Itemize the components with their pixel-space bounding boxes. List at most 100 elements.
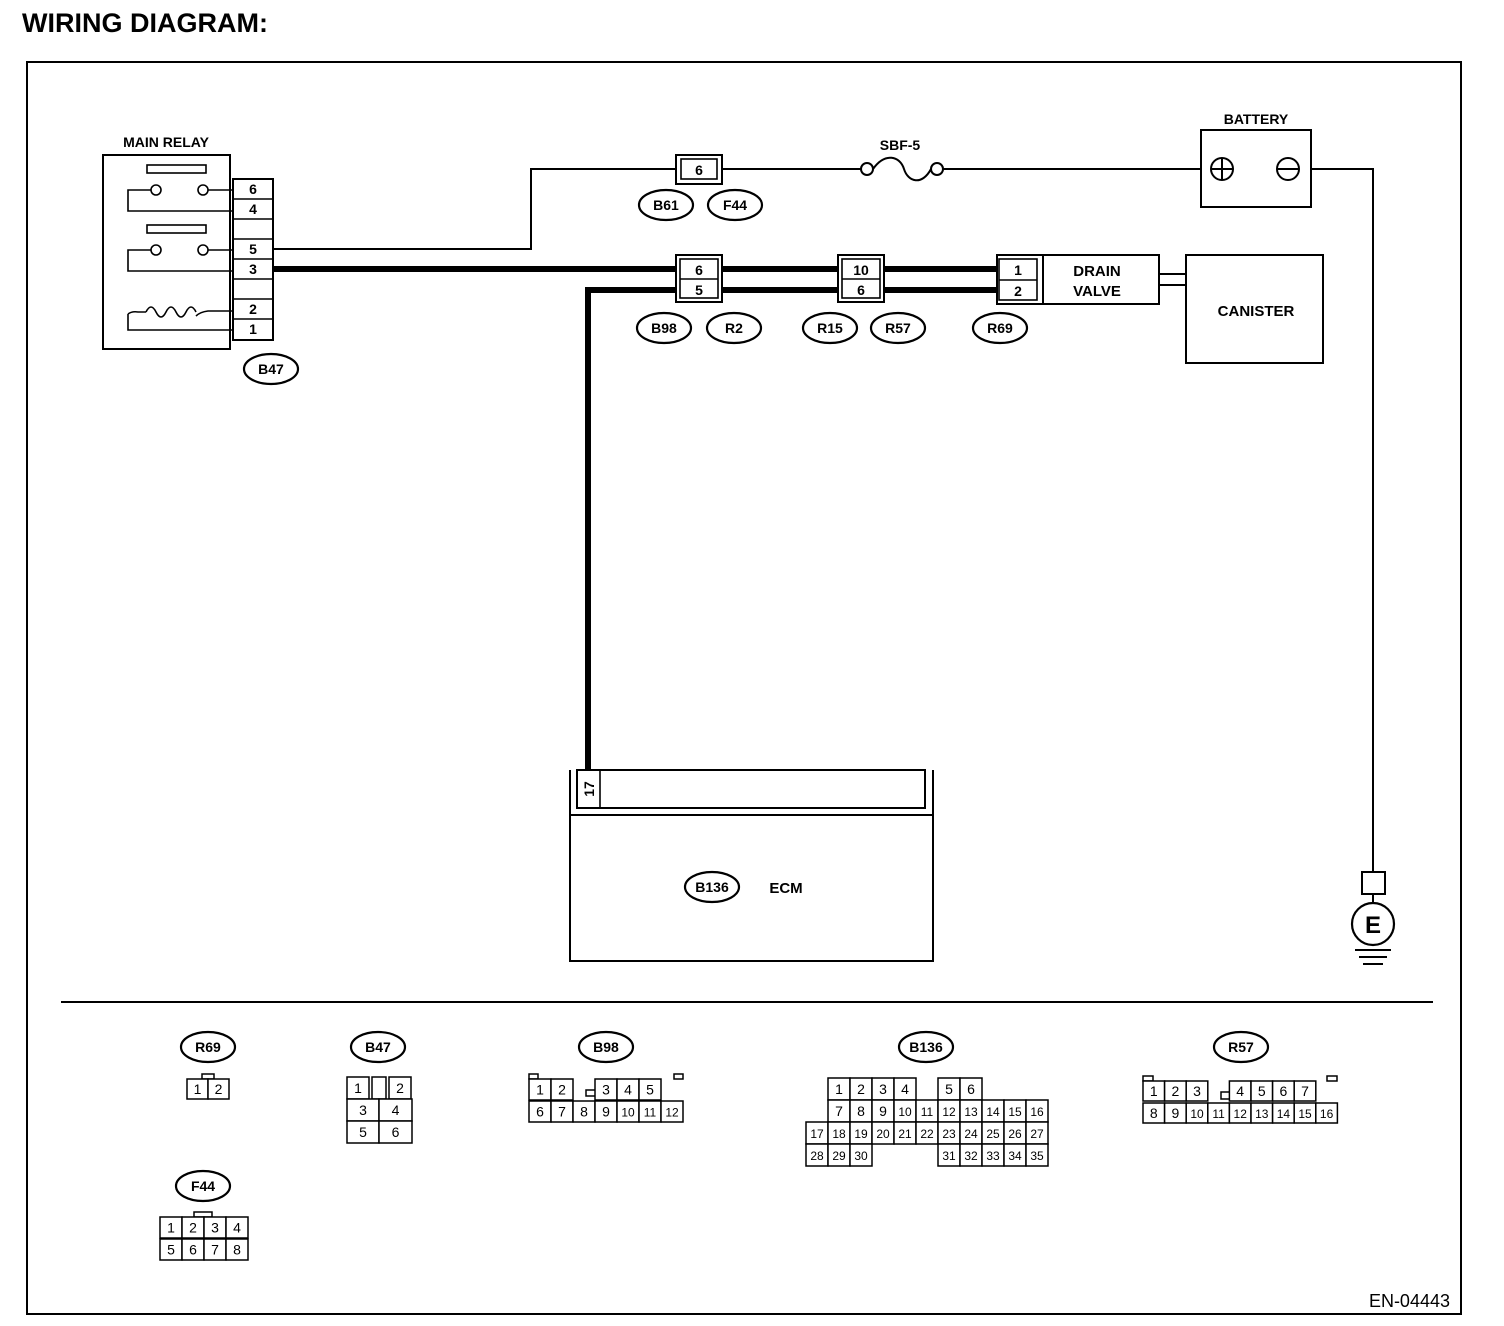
drain-valve: 1 2 DRAIN VALVE [996,254,1160,305]
f44-pin: 6 [695,162,703,178]
pin-number: 22 [920,1127,934,1141]
pin-number: 4 [624,1082,632,1098]
legend-tag [349,1030,407,1064]
pin-number: 6 [1280,1083,1288,1099]
pin-number: 23 [942,1127,956,1141]
legend-tag-label: B98 [593,1039,619,1055]
pin-number: 6 [189,1242,197,1258]
svg-text:B61: B61 [653,197,679,213]
svg-text:5: 5 [695,282,703,298]
pin-number: 11 [644,1106,657,1120]
drain-valve-label-line1: DRAIN [1073,263,1121,280]
relay-contact-left-upper [150,184,162,196]
pin-cell [1185,1080,1209,1102]
pin-number: 4 [392,1102,400,1118]
pin-number: 5 [167,1242,175,1258]
pin-number: 7 [558,1104,566,1120]
legend-tag-label: R69 [195,1039,221,1055]
ecm-label: ECM [769,880,802,897]
legend-tag [897,1030,955,1064]
ecm-pin-17: 17 [581,781,597,797]
page-title: WIRING DIAGRAM: [22,8,268,38]
relay-pin: 4 [249,201,257,217]
pin-cell [378,1120,413,1144]
pin-number: 15 [1298,1107,1312,1121]
fuse-icon [872,156,932,182]
pin-number: 3 [359,1102,367,1118]
relay-contact-right-upper [197,184,209,196]
pin-number: 19 [854,1127,868,1141]
svg-text:1: 1 [1014,262,1022,278]
pin-number: 24 [964,1127,978,1141]
relay-pin: 2 [249,301,257,317]
wire-battery-to-ground [1311,168,1374,872]
tag-r57: R57 [869,311,927,345]
pin-number: 5 [1258,1083,1266,1099]
svg-text:R2: R2 [725,320,743,336]
battery: BATTERY [1200,111,1312,208]
pin-number: 8 [1150,1105,1158,1121]
pin-number: 12 [1234,1107,1248,1121]
connector-tab [673,1073,684,1080]
svg-text:B136: B136 [695,879,729,895]
fuse-label: SBF-5 [880,137,921,153]
pin-number: 16 [1320,1107,1334,1121]
pin-number: 3 [879,1081,887,1097]
connector-key [371,1076,387,1100]
pin-cell [1315,1102,1339,1124]
battery-label: BATTERY [1224,111,1289,127]
pin-number: 8 [580,1104,588,1120]
tag-f44: F44 [706,188,764,222]
fuse-sbf5: SBF-5 [860,137,944,182]
main-relay: MAIN RELAY 6 4 5 3 2 1 [102,134,274,350]
pin-number: 1 [835,1081,843,1097]
pin-number: 20 [876,1127,890,1141]
pin-cell [225,1216,249,1239]
relay-contact-bar-upper [146,164,207,174]
pin-cell [550,1078,574,1101]
pin-number: 2 [558,1082,566,1098]
tag-r69: R69 [971,311,1029,345]
pin-number: 14 [1277,1107,1291,1121]
pin-number: 2 [1172,1083,1180,1099]
pin-number: 28 [810,1149,824,1163]
connector-r57: 10 6 [837,254,885,303]
relay-wire-lower-left [127,249,233,272]
pin-number: 17 [810,1127,824,1141]
tag-b98: B98 [635,311,693,345]
pin-number: 12 [665,1106,679,1120]
pin-number: 8 [233,1242,241,1258]
pin-number: 4 [1236,1083,1244,1099]
svg-text:2: 2 [1014,283,1022,299]
legend-tag [1212,1030,1270,1064]
pin-number: 12 [942,1105,956,1119]
legend-tag-label: R57 [1228,1039,1254,1055]
pin-number: 6 [392,1124,400,1140]
svg-text:10: 10 [853,262,869,278]
connector-tab [1326,1075,1338,1082]
relay-contact-bar-lower [146,224,207,234]
pin-number: 2 [857,1081,865,1097]
pin-number: 2 [215,1081,223,1097]
ground-icon [1350,901,1396,947]
figure-code: EN-04443 [1369,1291,1450,1311]
pin-number: 27 [1030,1127,1044,1141]
svg-text:6: 6 [695,262,703,278]
pin-number: 6 [536,1104,544,1120]
pin-number: 35 [1030,1149,1044,1163]
tag-b136 [683,870,741,904]
legend-tag [174,1169,232,1203]
main-relay-body [102,154,231,350]
pin-cell [849,1143,873,1167]
wire-ecm17-to-drain-valve [585,287,999,770]
pin-number: 10 [1190,1107,1204,1121]
pin-number: 10 [621,1106,635,1120]
pin-number: 9 [1172,1105,1180,1121]
